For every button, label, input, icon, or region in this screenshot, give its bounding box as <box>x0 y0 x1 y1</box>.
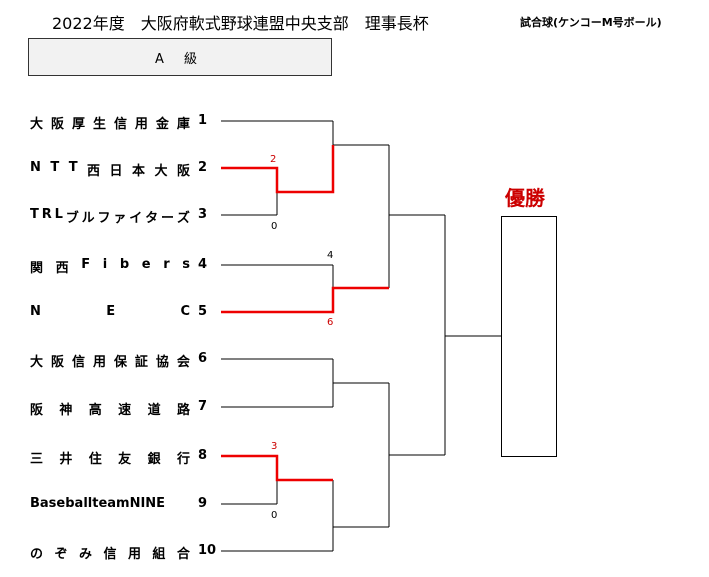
team-seed-2: 2 <box>198 160 208 175</box>
champion-box <box>501 216 557 457</box>
team-label-7: 阪神高速道路 <box>30 403 190 418</box>
team-seed-6: 6 <box>198 351 208 366</box>
division-label: A 級 <box>154 51 206 67</box>
team-seed-10: 10 <box>198 543 217 558</box>
division-header: A 級 <box>28 38 332 76</box>
score-m45-bottom: 6 <box>327 317 334 328</box>
team-seed-7: 7 <box>198 399 208 414</box>
win-path-5 <box>221 286 389 314</box>
team-seed-9: 9 <box>198 496 208 511</box>
score-m89-bottom: 0 <box>271 510 278 521</box>
team-seed-5: 5 <box>198 304 208 319</box>
score-m23-bottom: 0 <box>271 221 278 232</box>
score-m89-top: 3 <box>271 441 278 452</box>
win-path-8 <box>221 454 333 482</box>
team-label-6: 大阪信用保証協会 <box>30 355 190 370</box>
win-path-2 <box>221 145 335 194</box>
score-m45-top: 4 <box>327 250 334 261</box>
team-label-1: 大阪厚生信用金庫 <box>30 117 190 132</box>
team-seed-3: 3 <box>198 207 208 222</box>
team-label-8: 三井住友銀行 <box>30 452 190 467</box>
team-label-10: のぞみ信用組合 <box>30 547 190 562</box>
score-m23-top: 2 <box>270 154 277 165</box>
ball-note: 試合球(ケンコーM号ボール) <box>520 16 662 29</box>
team-seed-1: 1 <box>198 113 208 128</box>
team-label-9: BaseballteamNINE <box>30 496 166 511</box>
team-seed-8: 8 <box>198 448 208 463</box>
page-title: 2022年度 大阪府軟式野球連盟中央支部 理事長杯 <box>52 14 429 33</box>
champion-label: 優勝 <box>505 186 545 210</box>
team-seed-4: 4 <box>198 257 208 272</box>
